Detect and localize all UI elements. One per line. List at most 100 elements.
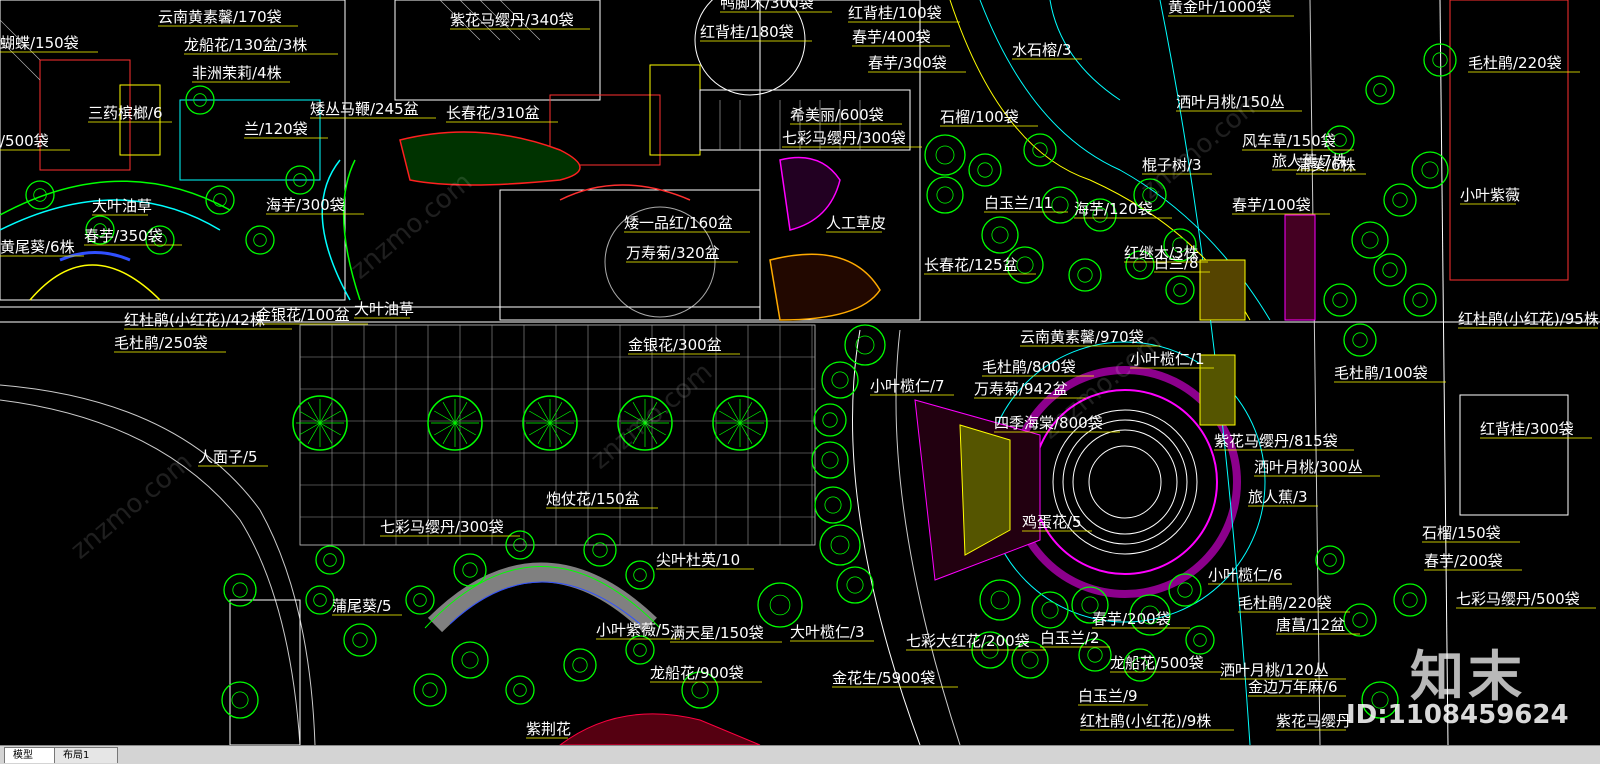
plant-label: 石榴/150袋 — [1422, 524, 1501, 542]
tree-symbol — [85, 215, 115, 245]
plant-label: 毛杜鹃/250袋 — [114, 334, 208, 352]
tree-symbol — [292, 395, 348, 451]
plant-label: 红继木/3株 — [1124, 244, 1199, 262]
tree-symbol — [1041, 186, 1079, 224]
plant-label: 旅人蕉/3 — [1248, 488, 1308, 506]
plant-label: 金银花/300盆 — [628, 336, 722, 354]
tree-symbol — [1031, 591, 1069, 629]
tree-symbol — [924, 134, 966, 176]
bottom-red-bed — [558, 713, 761, 746]
plant-label: 云南黄素馨/170袋 — [158, 8, 282, 26]
cad-model-space[interactable]: 云南黄素馨/170袋紫花马缨丹/340袋鸭脚木/300袋红背桂/100袋黄金叶/… — [0, 0, 1600, 746]
plant-label: 希美丽/600袋 — [790, 106, 884, 124]
plant-label: 尖叶杜英/10 — [656, 551, 740, 569]
plant-label: 大叶油草 — [92, 197, 152, 215]
tree-symbol — [1323, 283, 1357, 317]
plant-label: 春芋/300袋 — [868, 54, 947, 72]
plant-label: 春芋/200袋 — [1424, 552, 1503, 570]
plant-label: 四季海棠/800袋 — [994, 414, 1103, 432]
lawn-edge — [0, 399, 301, 746]
tree-symbol — [1361, 681, 1399, 719]
plant-label: 白玉兰/2 — [1040, 629, 1100, 647]
plant-label: 云南黄素馨/970袋 — [1020, 328, 1144, 346]
plant-label: 棍子树/3 — [1142, 156, 1202, 174]
plant-label: 海芋/120袋 — [1074, 200, 1153, 218]
plant-label: 红杜鹃(小红花)/95株 — [1458, 310, 1599, 328]
tree-symbol — [583, 533, 617, 567]
plant-label: 春芋/350袋 — [84, 227, 163, 245]
arena — [424, 562, 661, 633]
tree-symbol — [1083, 198, 1117, 232]
plant-label: 黄金叶/1000袋 — [1168, 0, 1271, 16]
tree-symbol — [1185, 625, 1215, 655]
plant-label: 蒲尾葵/5 — [332, 597, 392, 615]
plant-label: 矮一品红/160盆 — [624, 214, 733, 232]
tree-symbol — [1343, 603, 1377, 637]
colored-strip — [1284, 214, 1316, 321]
tab-layout1[interactable]: 布局1 — [54, 747, 118, 763]
tree-symbol — [981, 216, 1019, 254]
plant-label: 小叶榄仁/6 — [1208, 566, 1283, 584]
plant-label: 洒叶月桃/300丛 — [1254, 458, 1363, 476]
building-walls — [0, 0, 921, 321]
plant-label: 龙船花/900袋 — [650, 664, 744, 682]
plant-label: 人工草皮 — [826, 214, 886, 232]
tree-symbol — [757, 582, 803, 628]
plant-label: 紫荆花 — [526, 720, 571, 738]
plant-label: 七彩大红花/200袋 — [906, 632, 1030, 650]
tree-symbol — [221, 681, 259, 719]
plant-label: 七彩马缨丹/500袋 — [1456, 590, 1580, 608]
tab-model[interactable]: 模型 — [4, 747, 60, 763]
plant-label: 小叶紫薇/5 — [596, 621, 671, 639]
tree-symbol — [145, 225, 175, 255]
tree-symbol — [821, 361, 859, 399]
tree-symbol — [453, 553, 487, 587]
watermark-logo: 知末 — [1410, 645, 1526, 708]
plant-label: 蒲葵/6株 — [1296, 156, 1356, 174]
tree-symbol — [285, 165, 315, 195]
tree-symbol — [1133, 178, 1167, 212]
plant-label: 小叶榄仁/7 — [870, 377, 945, 395]
plant-label: 万寿菊/942盆 — [974, 380, 1068, 398]
tree-symbol — [305, 585, 335, 615]
plant-label: 紫花马缨丹 — [1276, 712, 1351, 730]
plant-label: 七彩马缨丹/300袋 — [782, 129, 906, 147]
tree-symbol — [413, 673, 447, 707]
tree-symbol — [811, 441, 849, 479]
tree-symbol — [1423, 43, 1457, 77]
plant-label: 小叶榄仁/1 — [1130, 350, 1205, 368]
plant-label: 毛杜鹃/800袋 — [982, 358, 1076, 376]
tree-symbol — [1165, 275, 1195, 305]
plant-label: 春芋/400袋 — [852, 28, 931, 46]
plant-label: 长春花/125盆 — [924, 256, 1018, 274]
tree-symbol — [836, 566, 874, 604]
plant-label: 矮丛马鞭/245盆 — [310, 100, 419, 118]
watermark-text: znzmo.com — [345, 167, 478, 285]
tree-symbol — [844, 324, 886, 366]
plant-label: 红杜鹃(小红花)/9株 — [1080, 712, 1211, 730]
layout-tab-bar: 模型 布局1 — [0, 745, 1600, 764]
tree-symbol — [1315, 545, 1345, 575]
tree-symbol — [625, 635, 655, 665]
paving-grid — [299, 324, 816, 546]
plant-label: 白玉兰/11 — [984, 194, 1053, 212]
tree-symbol — [979, 579, 1021, 621]
plant-label: 毛杜鹃/220袋 — [1238, 594, 1332, 612]
plant-label: /500袋 — [0, 132, 49, 150]
tree-symbol — [1006, 246, 1044, 284]
tree-symbol — [813, 403, 847, 437]
plant-label: 红杜鹃(小红花)/42株 — [124, 311, 265, 329]
plant-label: 洒叶月桃/150丛 — [1176, 93, 1285, 111]
plant-label: 唐菖/12盆 — [1276, 616, 1345, 634]
plant-label: 大叶油草 — [354, 300, 414, 318]
tree-symbol — [1163, 228, 1197, 262]
tree-symbol — [1351, 221, 1389, 259]
tree-symbol — [926, 176, 964, 214]
tree-symbol — [1129, 594, 1171, 636]
tree-symbol — [427, 395, 483, 451]
tree-symbol — [1078, 638, 1112, 672]
tree-symbol — [1393, 583, 1427, 617]
tree-symbol — [1343, 323, 1377, 357]
tree-symbol — [625, 560, 655, 590]
tree-symbol — [1011, 641, 1049, 679]
